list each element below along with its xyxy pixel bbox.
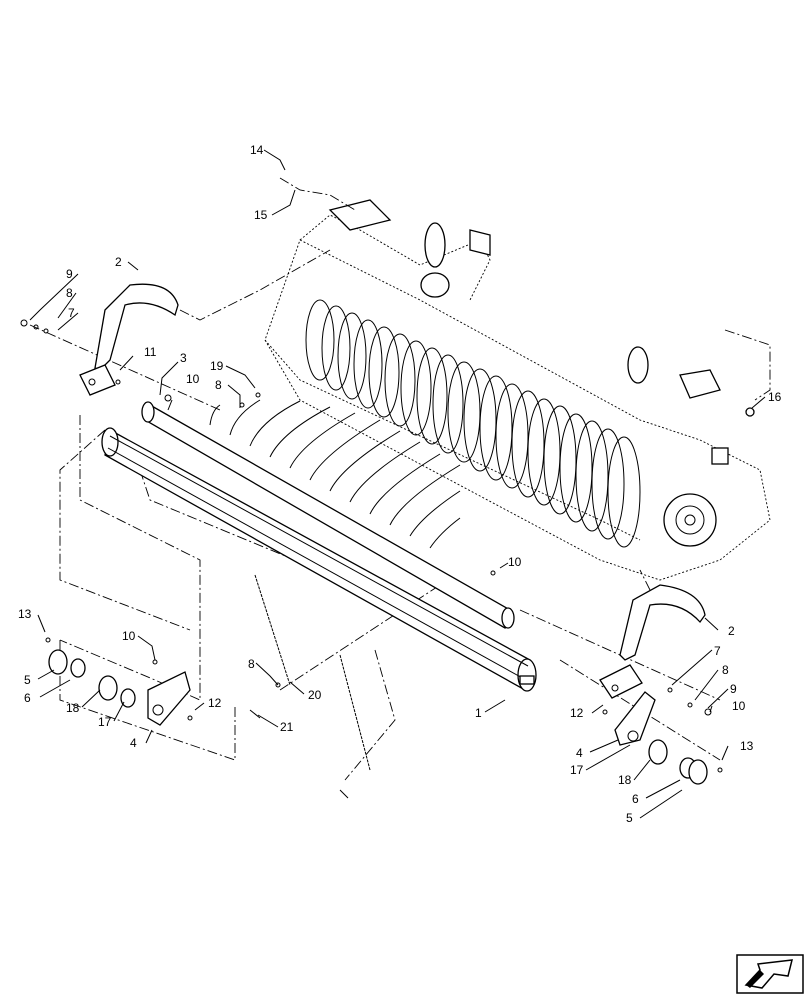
callout-2-right: 2 bbox=[728, 624, 735, 638]
callout-numbers: 1 2 2 3 4 4 5 5 6 6 7 7 8 8 8 8 9 9 10 1… bbox=[18, 143, 782, 825]
callout-13-right: 13 bbox=[740, 739, 754, 753]
callout-11: 11 bbox=[144, 345, 157, 359]
callout-10-right: 10 bbox=[732, 699, 746, 713]
callout-4-right: 4 bbox=[576, 746, 583, 760]
callout-7-right: 7 bbox=[714, 644, 721, 658]
callout-8-right: 8 bbox=[722, 663, 729, 677]
reel-tine-discs bbox=[305, 299, 641, 548]
callout-8-left: 8 bbox=[66, 286, 73, 300]
right-arm bbox=[599, 584, 706, 699]
callout-8-lower: 8 bbox=[248, 657, 255, 671]
callout-5-left: 5 bbox=[24, 673, 31, 687]
callout-12-left: 12 bbox=[208, 696, 222, 710]
callout-20: 20 bbox=[308, 688, 322, 702]
tine-bar bbox=[141, 399, 515, 629]
callout-19: 19 bbox=[210, 359, 224, 373]
callout-4-left: 4 bbox=[130, 736, 137, 750]
callout-13-left: 13 bbox=[18, 607, 32, 621]
callout-10-upper: 10 bbox=[186, 372, 200, 386]
drive-chain bbox=[249, 574, 371, 799]
callout-3: 3 bbox=[180, 351, 187, 365]
hardware-fasteners bbox=[20, 319, 723, 773]
callout-10-left: 10 bbox=[122, 629, 136, 643]
right-bearing-stack bbox=[614, 691, 708, 785]
callout-16: 16 bbox=[768, 390, 782, 404]
callout-1: 1 bbox=[475, 706, 482, 720]
callout-21: 21 bbox=[280, 720, 294, 734]
callout-18-left: 18 bbox=[66, 701, 80, 715]
callout-17-right: 17 bbox=[570, 763, 584, 777]
callout-2-left: 2 bbox=[115, 255, 122, 269]
callout-18-right: 18 bbox=[618, 773, 632, 787]
callout-leaders bbox=[29, 149, 766, 819]
callout-17-left: 17 bbox=[98, 715, 112, 729]
assembly-guide-lines bbox=[29, 177, 771, 781]
next-page-arrow-icon[interactable] bbox=[736, 954, 804, 994]
callout-12-right: 12 bbox=[570, 706, 584, 720]
left-bearing-stack bbox=[48, 649, 191, 726]
callout-9-left: 9 bbox=[66, 267, 73, 281]
callout-6-right: 6 bbox=[632, 792, 639, 806]
callout-14: 14 bbox=[250, 143, 264, 157]
callout-5-right: 5 bbox=[626, 811, 633, 825]
callout-6-left: 6 bbox=[24, 691, 31, 705]
left-arm bbox=[79, 283, 179, 396]
callout-10-center: 10 bbox=[508, 555, 522, 569]
callout-9-right: 9 bbox=[730, 682, 737, 696]
callout-8-center: 8 bbox=[215, 378, 222, 392]
callout-15: 15 bbox=[254, 208, 268, 222]
callout-7-left: 7 bbox=[68, 306, 75, 320]
roller-shaft bbox=[101, 427, 537, 692]
pickup-reel-assembly bbox=[264, 199, 771, 581]
